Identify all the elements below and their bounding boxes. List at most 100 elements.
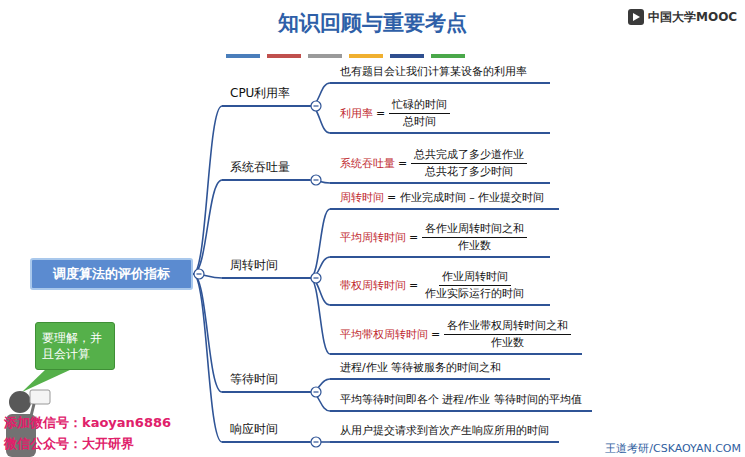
branch-node: 周转时间 [222, 255, 310, 279]
equals-sign: = [409, 231, 418, 245]
numerator: 总共完成了多少道作业 [411, 148, 527, 164]
leaf-node: 平均等待时间即各个 进程/作业 等待时间的平均值 [330, 391, 592, 412]
branch-node: 等待时间 [222, 369, 310, 393]
collapse-minus [314, 105, 319, 106]
formula-node: 系统吞吐量= 总共完成了多少道作业总共花了多少时间 [330, 146, 550, 184]
leaf-node: 进程/作业 等待被服务的时间之和 [330, 359, 550, 380]
denominator: 作业数 [455, 238, 494, 253]
denominator: 总共花了多少时间 [422, 164, 516, 179]
equals-sign: = [431, 328, 440, 342]
title-bars [226, 54, 465, 58]
formula-node: 平均周转时间= 各作业周转时间之和作业数 [330, 220, 550, 258]
collapse-symbol [311, 273, 321, 283]
logo-play [633, 13, 640, 21]
watermark: 添加微信号：kaoyan6886 [4, 414, 171, 432]
formula-term: 利用率 [340, 107, 373, 121]
watermark: 王道考研/CSKAOYAN.COM [605, 441, 741, 456]
branch-connector [193, 106, 222, 274]
watermark: 微信公众号：大开研界 [4, 435, 134, 453]
denominator: 总时间 [400, 114, 439, 129]
leaf-node: 从用户提交请求到首次产生响应所用的时间 [330, 422, 559, 443]
equals-sign: = [376, 107, 385, 121]
connector-layer [193, 83, 330, 442]
formula-node: 带权周转时间= 作业周转时间作业实际运行的时间 [330, 268, 550, 306]
color-bar [226, 54, 260, 58]
collapse-circle [311, 101, 321, 111]
formula-body: = 作业完成时间 – 作业提交时间 [387, 191, 544, 205]
color-bar [390, 54, 424, 58]
color-bar [267, 54, 301, 58]
fraction: 作业周转时间作业实际运行的时间 [422, 270, 527, 301]
collapse-symbol [311, 387, 321, 397]
color-bar [308, 54, 342, 58]
branch-connector [310, 209, 330, 278]
formula-term: 系统吞吐量 [340, 157, 395, 171]
formula-term: 平均周转时间 [340, 231, 406, 245]
formula-row: 带权周转时间= 作业周转时间作业实际运行的时间 [340, 270, 544, 301]
node-text: 进程/作业 等待被服务的时间之和 [340, 361, 501, 374]
branch-connector [193, 274, 222, 392]
root-label: 调度算法的评价指标 [53, 265, 170, 283]
numerator: 忙碌的时间 [389, 98, 450, 114]
collapse-circle [311, 175, 321, 185]
formula-term: 平均带权周转时间 [340, 328, 428, 342]
numerator: 各作业带权周转时间之和 [444, 319, 571, 335]
formula-term: 带权周转时间 [340, 279, 406, 293]
formula-term: 周转时间 [340, 191, 384, 205]
root-box: 调度算法的评价指标 [30, 258, 193, 290]
collapse-symbol [311, 101, 321, 111]
collapse-symbol [311, 175, 321, 185]
leaf-node: 也有题目会让我们计算某设备的利用率 [330, 63, 550, 84]
logo-square [628, 9, 644, 25]
numerator: 各作业周转时间之和 [422, 222, 527, 238]
branch-node: 响应时间 [222, 419, 310, 443]
formula-row: 利用率= 忙碌的时间总时间 [340, 98, 544, 129]
formula-node: 利用率= 忙碌的时间总时间 [330, 96, 550, 134]
page-title: 知识回顾与重要考点 [0, 9, 745, 37]
branch-label: 周转时间 [230, 258, 278, 272]
numerator: 作业周转时间 [439, 270, 511, 286]
fraction: 各作业带权周转时间之和作业数 [444, 319, 571, 350]
formula-node: 平均带权周转时间= 各作业带权周转时间之和作业数 [330, 317, 582, 355]
node-text: 平均等待时间即各个 进程/作业 等待时间的平均值 [340, 393, 582, 406]
branch-connector [310, 278, 330, 354]
formula-row: 系统吞吐量= 总共完成了多少道作业总共花了多少时间 [340, 148, 544, 179]
collapse-minus [314, 277, 319, 278]
branch-label: CPU利用率 [230, 86, 290, 100]
fraction: 总共完成了多少道作业总共花了多少时间 [411, 148, 527, 179]
branch-label: 系统吞吐量 [230, 160, 290, 174]
collapse-minus [314, 179, 319, 180]
branch-connector [193, 274, 222, 442]
callout-bubble: 要理解，并且会计算 [35, 322, 115, 370]
color-bar [349, 54, 383, 58]
collapse-minus [197, 273, 202, 274]
branch-label: 等待时间 [230, 372, 278, 386]
fraction: 忙碌的时间总时间 [389, 98, 450, 129]
color-bar [431, 54, 465, 58]
collapse-symbol [311, 437, 321, 447]
figure-sign [30, 390, 50, 404]
node-text: 要理解，并且会计算 [42, 331, 102, 361]
figure-head [9, 391, 31, 413]
equals-sign: = [398, 157, 407, 171]
branch-label: 响应时间 [230, 422, 278, 436]
fraction: 各作业周转时间之和作业数 [422, 222, 527, 253]
logo-text: 中国大学MOOC [648, 9, 737, 26]
formula-row: 周转时间= 作业完成时间 – 作业提交时间 [340, 191, 553, 205]
node-text: 也有题目会让我们计算某设备的利用率 [340, 65, 527, 78]
equals-sign: = [409, 279, 418, 293]
collapse-circle [311, 273, 321, 283]
collapse-circle [311, 437, 321, 447]
collapse-circle [194, 269, 204, 279]
branch-node: CPU利用率 [222, 83, 310, 107]
callout-tail [22, 369, 72, 392]
collapse-minus [314, 441, 319, 442]
node-text: 从用户提交请求到首次产生响应所用的时间 [340, 424, 549, 437]
formula-node: 周转时间= 作业完成时间 – 作业提交时间 [330, 189, 559, 210]
formula-row: 平均带权周转时间= 各作业带权周转时间之和作业数 [340, 319, 576, 350]
denominator: 作业实际运行的时间 [422, 286, 527, 301]
collapse-circle [311, 387, 321, 397]
collapse-symbol [194, 269, 204, 279]
formula-row: 平均周转时间= 各作业周转时间之和作业数 [340, 222, 544, 253]
collapse-minus [314, 391, 319, 392]
